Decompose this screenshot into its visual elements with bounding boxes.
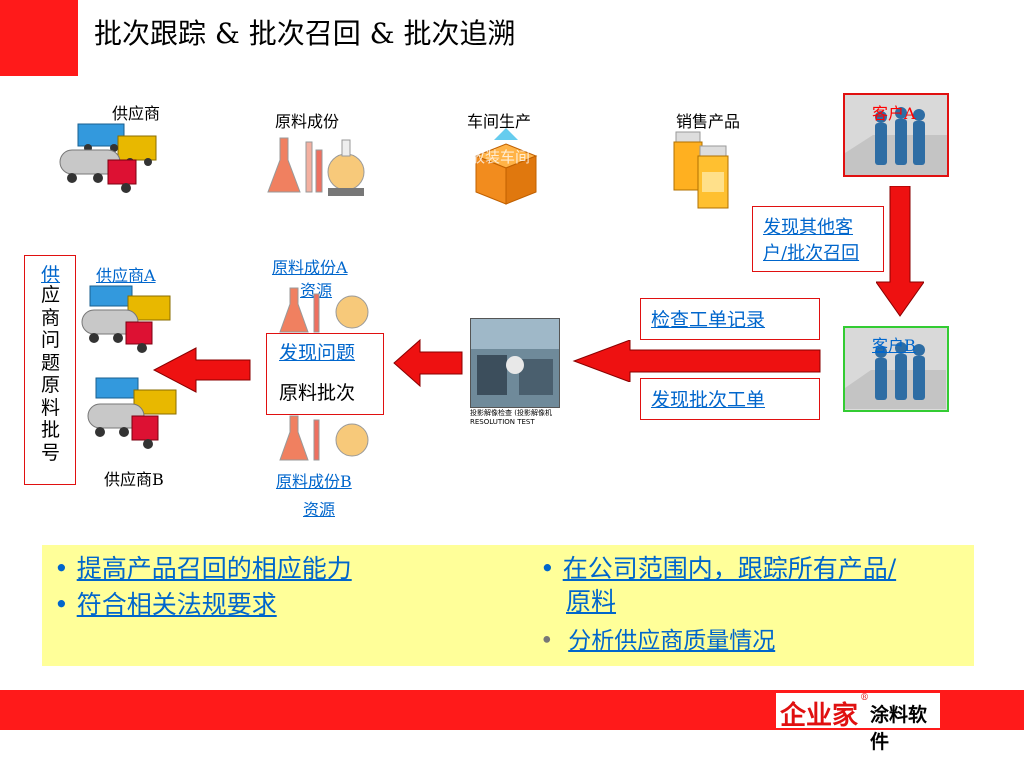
photo-caption-1: 投影解像检查 (投影解像机 xyxy=(470,409,552,417)
raw-material-b-link[interactable]: 原料成份B xyxy=(276,472,352,491)
supplier-problem-link[interactable]: 供 xyxy=(41,264,61,286)
left-arrow-supplier-icon xyxy=(152,347,251,393)
bullet-track-all-cont: 原料 xyxy=(566,587,616,617)
brand-logo: 企业家 ® 涂料软件 xyxy=(776,693,940,753)
bullet-track-all: • 在公司范围内，跟踪所有产品/ xyxy=(540,554,897,583)
package-box-icon xyxy=(474,128,538,205)
vertical-char: 商 xyxy=(41,306,61,329)
tanker-icon xyxy=(59,149,137,193)
medicine-bottles-icon xyxy=(673,131,729,209)
raw-material-a-link[interactable]: 原料成份A xyxy=(272,258,348,277)
vertical-char: 题 xyxy=(41,351,61,374)
supplier-problem-box: 供 应 商 问 题 原 料 批 号 xyxy=(24,255,76,485)
registered-mark: ® xyxy=(860,693,869,703)
raw-material-a-resource-link[interactable]: 资源 xyxy=(300,281,333,300)
vertical-char: 料 xyxy=(41,396,61,419)
page-title: 批次跟踪 & 批次召回 & 批次追溯 xyxy=(94,17,516,50)
raw-material-b-resource-link[interactable]: 资源 xyxy=(303,500,336,519)
vertical-char: 批 xyxy=(41,419,61,441)
vertical-char: 应 xyxy=(41,284,61,306)
raw-material-label: 原料成份 xyxy=(275,112,340,131)
supplier-b-label: 供应商B xyxy=(104,470,164,489)
track-all-link[interactable]: 在公司范围内，跟踪所有产品/ xyxy=(562,554,897,583)
supplier-label: 供应商 xyxy=(112,104,161,123)
customers-group-icon xyxy=(845,328,946,409)
vertical-char: 问 xyxy=(41,329,61,351)
left-arrow-medium-icon xyxy=(393,338,463,388)
compliance-link[interactable]: 符合相关法规要求 xyxy=(76,590,277,619)
supplier-b-trucks-icon xyxy=(87,377,177,449)
customer-a-box xyxy=(843,93,949,177)
workshop-overlay-text: 放装车间 xyxy=(470,148,531,166)
factory-photo xyxy=(470,318,560,408)
recall-ability-link[interactable]: 提高产品召回的相应能力 xyxy=(76,554,352,583)
problem-batch-box: 发现问题 原料批次 xyxy=(266,333,384,415)
customer-b-link[interactable]: 客户B xyxy=(872,336,916,355)
customers-group-icon xyxy=(845,95,947,175)
supplier-a-trucks-icon xyxy=(81,285,171,353)
summary-panel xyxy=(42,545,974,666)
customer-b-box xyxy=(843,326,949,412)
lab-flask-icon xyxy=(279,287,369,333)
supplier-trucks-icon xyxy=(59,123,157,193)
find-batch-ticket-link[interactable]: 发现批次工单 xyxy=(651,389,766,411)
sales-label: 销售产品 xyxy=(676,112,741,131)
discover-other-customers-box: 发现其他客 户/批次召回 xyxy=(752,206,884,272)
workshop-label: 车间生产 xyxy=(467,112,532,131)
find-problem-link[interactable]: 发现问题 xyxy=(279,342,356,364)
track-all-link-cont[interactable]: 原料 xyxy=(566,587,617,616)
product-name: 涂料软件 xyxy=(870,704,928,753)
bullet-recall-ability: • 提高产品召回的相应能力 xyxy=(54,554,352,583)
check-records-box: 检查工单记录 xyxy=(640,298,820,340)
discover-other-customers-link-2[interactable]: 户/批次召回 xyxy=(763,243,860,264)
photo-caption-2: RESOLUTION TEST xyxy=(470,418,535,426)
supplier-quality-link[interactable]: 分析供应商质量情况 xyxy=(568,628,776,654)
discover-other-customers-link-1[interactable]: 发现其他客 xyxy=(763,217,853,238)
supplier-problem-vertical-text: 应 商 问 题 原 料 批 号 xyxy=(41,284,61,464)
batch-ticket-box: 发现批次工单 xyxy=(640,378,820,420)
supplier-a-link[interactable]: 供应商A xyxy=(96,266,156,285)
vertical-char: 原 xyxy=(41,374,61,396)
title-red-block xyxy=(0,0,78,76)
lab-flask-icon xyxy=(279,415,369,461)
bullet-compliance: • 符合相关法规要求 xyxy=(54,590,277,619)
left-arrow-large-icon xyxy=(572,340,821,382)
brand-name: 企业家 xyxy=(780,701,859,731)
raw-batch-label: 原料批次 xyxy=(279,382,356,404)
customer-a-label: 客户A xyxy=(872,104,916,123)
vertical-char: 号 xyxy=(41,441,61,464)
check-records-link[interactable]: 检查工单记录 xyxy=(651,309,766,331)
down-arrow-icon xyxy=(876,186,924,317)
bullet-supplier-quality: • 分析供应商质量情况 xyxy=(540,628,776,654)
lab-flask-icon xyxy=(267,137,365,196)
